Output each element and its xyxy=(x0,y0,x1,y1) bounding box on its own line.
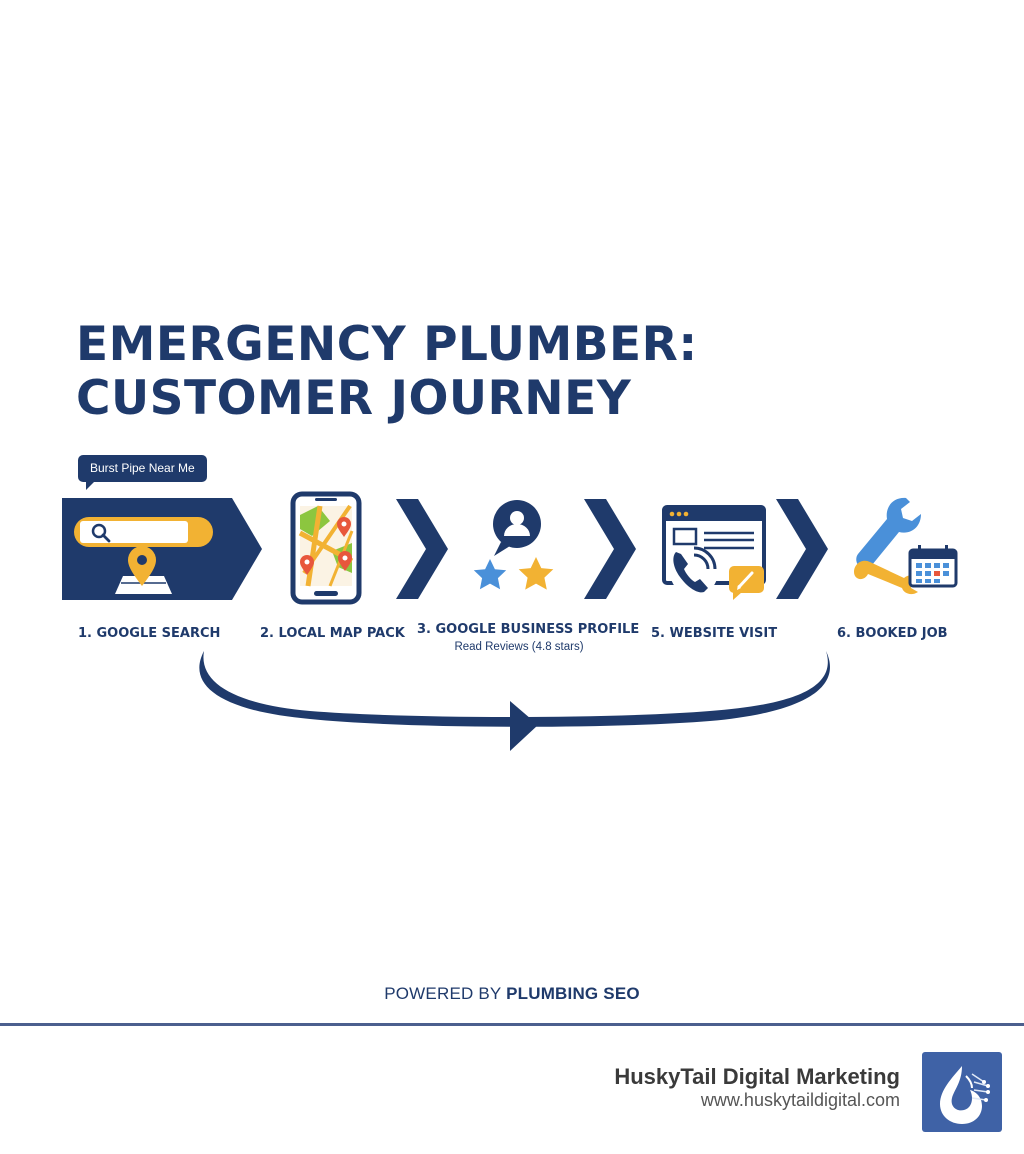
journey-curved-arrow xyxy=(199,651,830,751)
powered-by-prefix: POWERED BY xyxy=(384,984,502,1003)
footer-divider xyxy=(0,1023,1024,1026)
step-3-profile-stars-icon xyxy=(473,500,554,590)
powered-by-text: POWERED BY PLUMBING SEO xyxy=(0,984,1024,1004)
step-2-smartphone-map-icon xyxy=(290,491,362,605)
chevron-arrow-icon xyxy=(396,499,448,599)
page-title: EMERGENCY PLUMBER: CUSTOMER JOURNEY xyxy=(76,318,698,426)
brand-url[interactable]: www.huskytaildigital.com xyxy=(700,1090,900,1110)
step-1-label: 1. GOOGLE SEARCH xyxy=(78,626,221,641)
step-5-label: 5. WEBSITE VISIT xyxy=(651,626,778,641)
chevron-arrow-icon xyxy=(584,499,636,599)
search-query-bubble: Burst Pipe Near Me xyxy=(78,455,207,490)
step-1-search-icon xyxy=(62,498,262,600)
husky-tail-logo-icon xyxy=(940,1066,990,1124)
step-6-wrench-calendar-icon xyxy=(854,497,958,595)
chevron-arrow-icon xyxy=(776,499,828,599)
step-3-label: 3. GOOGLE BUSINESS PROFILE xyxy=(417,622,640,637)
company-logo xyxy=(922,1052,1002,1132)
title-line-1: EMERGENCY PLUMBER: xyxy=(76,317,698,372)
powered-by-brand: PLUMBING SEO xyxy=(506,984,640,1003)
step-3-sublabel: Read Reviews (4.8 stars) xyxy=(454,641,584,653)
step-5-website-phone-icon xyxy=(662,505,766,600)
step-2-label: 2. LOCAL MAP PACK xyxy=(260,626,405,641)
title-line-2: CUSTOMER JOURNEY xyxy=(76,371,632,426)
brand-name: HuskyTail Digital Marketing xyxy=(614,1064,900,1089)
step-6-label: 6. BOOKED JOB xyxy=(837,626,948,641)
